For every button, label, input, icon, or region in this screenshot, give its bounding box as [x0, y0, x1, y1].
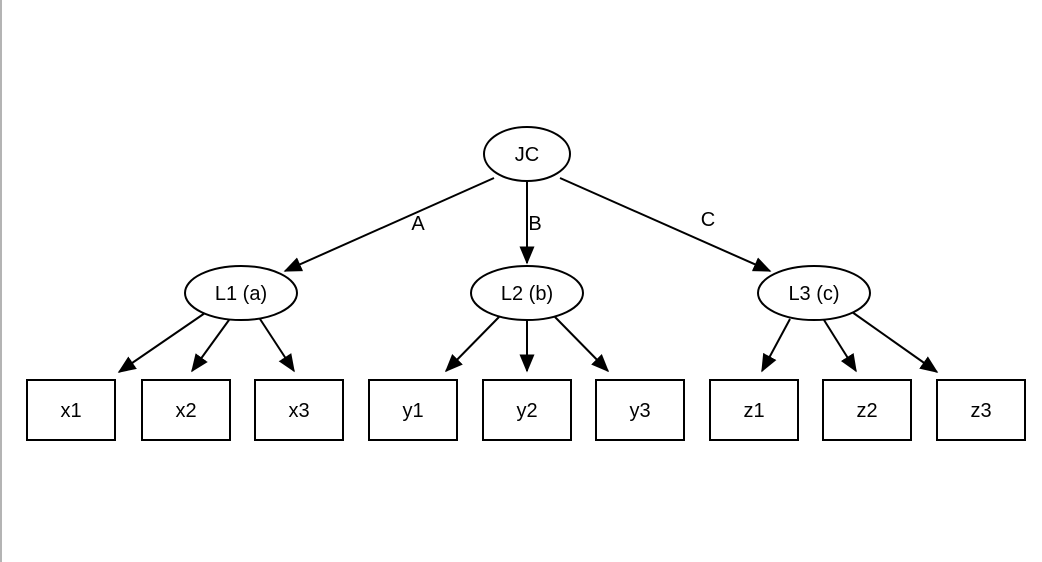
node-z3[interactable]: z3: [936, 379, 1026, 441]
node-x2-shape: [141, 379, 231, 441]
node-l3-label: L3 (c): [788, 283, 839, 305]
node-y2[interactable]: y2: [482, 379, 572, 441]
node-z1-shape: [709, 379, 799, 441]
node-y2-label: y2: [516, 400, 537, 422]
node-x3-label: x3: [288, 400, 309, 422]
edge-l1-x2: [191, 319, 230, 373]
node-x1-label: x1: [60, 400, 81, 422]
edge-label-c: C: [701, 209, 715, 231]
node-z3-label: z3: [970, 400, 991, 422]
edge-group-l1: [117, 312, 295, 373]
node-y1-label: y1: [402, 400, 423, 422]
node-y1-shape: [368, 379, 458, 441]
node-jc-label: JC: [515, 144, 539, 166]
node-l2-shape: [470, 265, 584, 321]
node-y2-shape: [482, 379, 572, 441]
edge-jc-l1: [283, 177, 495, 272]
node-z1-label: z1: [743, 400, 764, 422]
edge-group-l2: [444, 316, 610, 373]
edge-l3-z3: [851, 311, 939, 373]
node-x2[interactable]: x2: [141, 379, 231, 441]
node-l1-shape: [184, 265, 298, 321]
node-x3[interactable]: x3: [254, 379, 344, 441]
edge-jc-l3: [559, 177, 772, 272]
node-y3-label: y3: [629, 400, 650, 422]
edge-l3-z1: [761, 318, 791, 373]
node-x1-shape: [26, 379, 116, 441]
edge-label-b: B: [528, 213, 541, 235]
node-z1[interactable]: z1: [709, 379, 799, 441]
node-y3[interactable]: y3: [595, 379, 685, 441]
node-l3[interactable]: L3 (c): [757, 265, 871, 321]
edge-label-a: A: [411, 213, 425, 235]
node-l2[interactable]: L2 (b): [470, 265, 584, 321]
node-jc-shape: [483, 126, 571, 182]
edge-group-l3: [761, 311, 939, 373]
edge-l1-x1: [117, 312, 206, 373]
edge-group-root: [283, 177, 772, 272]
node-x2-label: x2: [175, 400, 196, 422]
node-y3-shape: [595, 379, 685, 441]
node-z2[interactable]: z2: [822, 379, 912, 441]
node-z2-label: z2: [856, 400, 877, 422]
edge-l3-z2: [823, 319, 857, 373]
edge-l2-y3: [554, 316, 610, 373]
node-x3-shape: [254, 379, 344, 441]
node-l3-shape: [757, 265, 871, 321]
node-x1[interactable]: x1: [26, 379, 116, 441]
node-z2-shape: [822, 379, 912, 441]
node-l2-label: L2 (b): [501, 283, 553, 305]
edge-label-group-root: A B C: [411, 209, 715, 235]
edge-l2-y1: [444, 316, 500, 373]
node-jc[interactable]: JC: [483, 126, 571, 182]
node-z3-shape: [936, 379, 1026, 441]
node-l1[interactable]: L1 (a): [184, 265, 298, 321]
node-l1-label: L1 (a): [215, 283, 267, 305]
node-y1[interactable]: y1: [368, 379, 458, 441]
edge-l1-x3: [259, 318, 295, 373]
